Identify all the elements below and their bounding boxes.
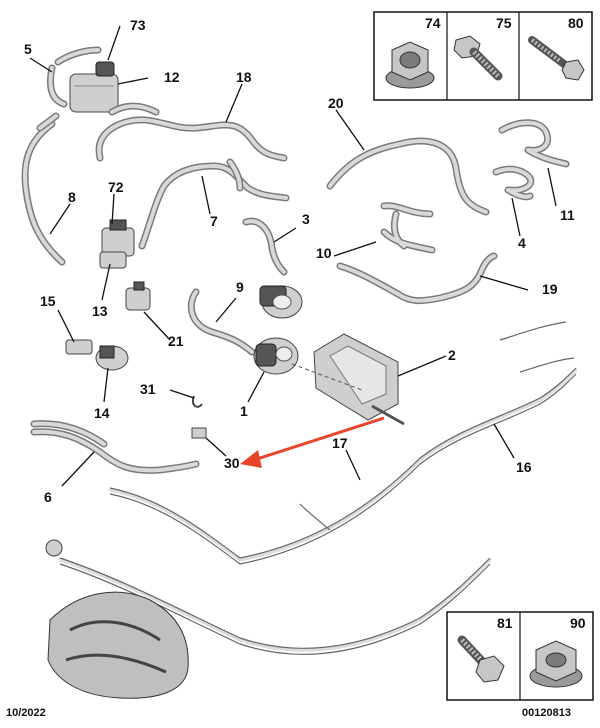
engine-assembly [45,539,189,699]
flange-nut-icon [529,640,583,688]
footer-reference: 00120813 [522,707,571,719]
hose-18 [95,102,288,162]
valve-21 [125,281,151,311]
label-18: 18 [236,69,252,85]
label-21: 21 [168,333,184,349]
valve-13 [99,219,135,269]
water-pump-upper [259,285,303,319]
hose-7 [138,158,290,250]
label-15: 15 [40,293,56,309]
hose-8 [21,112,66,266]
pipe-11 [498,119,570,168]
hose-6 [30,420,200,474]
label-30: 30 [224,455,240,471]
label-7: 7 [210,213,218,229]
valve-14 [95,345,129,371]
label-11: 11 [560,207,575,223]
pipe-19 [336,252,498,305]
pipe-4 [492,165,535,201]
part-labels: 5 73 12 18 8 7 72 13 3 10 4 11 20 19 9 2… [24,17,575,505]
bracket-2 [313,333,405,426]
label-72: 72 [108,179,124,195]
label-20: 20 [328,95,344,111]
label-73: 73 [130,17,146,33]
label-3: 3 [302,211,310,227]
hose-20 [326,137,490,216]
fastener-80-label: 80 [568,15,584,31]
clip-30 [191,427,207,439]
electric-pump-1 [253,337,299,375]
fastener-90-label: 90 [570,615,586,631]
label-14: 14 [94,405,110,421]
hose-10 [380,202,436,254]
label-31: 31 [140,381,156,397]
hex-bolt-icon [453,35,503,81]
label-4: 4 [518,235,526,251]
hose-3 [242,217,288,276]
label-17: 17 [332,435,348,451]
label-12: 12 [164,69,180,85]
hose-9 [187,288,256,356]
fastener-box-bottom: 81 90 [446,611,594,701]
flange-bolt-icon [457,635,505,683]
fastener-81-label: 81 [497,615,513,631]
label-13: 13 [92,303,108,319]
label-9: 9 [236,279,244,295]
fastener-74-label: 74 [425,15,441,31]
valve-15 [65,339,93,355]
footer-date: 10/2022 [6,707,46,719]
label-5: 5 [24,41,32,57]
long-bolt-icon [528,36,585,81]
label-16: 16 [516,459,532,475]
label-8: 8 [68,189,76,205]
label-2: 2 [448,347,456,363]
fastener-box-top: 74 75 80 [373,11,593,101]
callout-arrow [240,416,385,468]
label-19: 19 [542,281,558,297]
clip-31 [192,395,203,408]
fastener-75-label: 75 [496,15,512,31]
wiring-harness-17 [108,321,578,565]
label-10: 10 [316,245,332,261]
flange-nut-icon [385,41,435,89]
label-1: 1 [240,403,248,419]
coolant-reservoir [47,46,119,113]
leader-lines [29,25,557,487]
label-6: 6 [44,489,52,505]
